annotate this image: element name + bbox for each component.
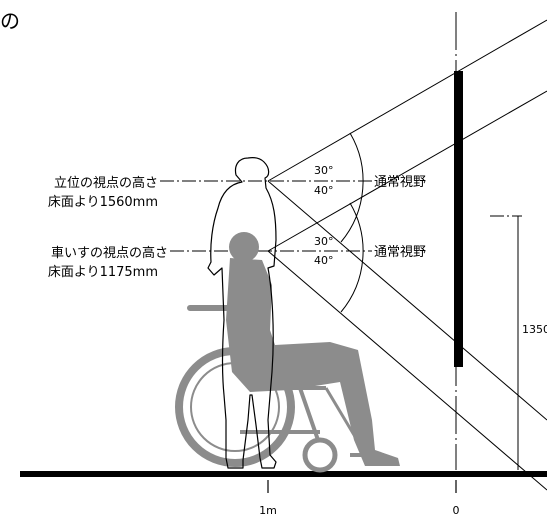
wheelchair-visual-field-arc xyxy=(340,202,364,313)
wheelchair-upper-sight-line xyxy=(267,90,547,252)
standing-eye-height-label: 立位の視点の高さ xyxy=(54,175,158,191)
heading-fragment: の xyxy=(0,9,20,33)
wheelchair-upper-angle: 30° xyxy=(314,235,334,248)
wheelchair-lower-sight-line xyxy=(267,250,547,491)
standing-upper-sight-line xyxy=(267,19,547,182)
standing-person-outline xyxy=(207,157,277,469)
one-meter-label: 1m xyxy=(259,504,277,517)
wheelchair-eye-height-label: 車いすの視点の高さ xyxy=(51,245,168,261)
floor-line xyxy=(20,471,547,477)
standing-field-label: 通常視野 xyxy=(374,175,426,190)
standing-lower-sight-line xyxy=(267,180,547,421)
wheelchair-lower-angle: 40° xyxy=(314,254,334,267)
standing-eye-height-value: 床面より1560mm xyxy=(48,195,158,210)
zero-label: 0 xyxy=(453,504,460,517)
wheelchair-field-label: 通常視野 xyxy=(374,245,426,260)
standing-visual-field-arc xyxy=(340,132,364,243)
dimension-label: 1350 xyxy=(522,323,547,336)
standing-lower-angle: 40° xyxy=(314,184,334,197)
wheelchair-user-silhouette xyxy=(226,232,400,466)
wheelchair-eye-height-value: 床面より1175mm xyxy=(48,265,158,280)
standing-upper-angle: 30° xyxy=(314,164,334,177)
display-board xyxy=(454,71,463,367)
wheelchair-caster xyxy=(302,437,338,473)
